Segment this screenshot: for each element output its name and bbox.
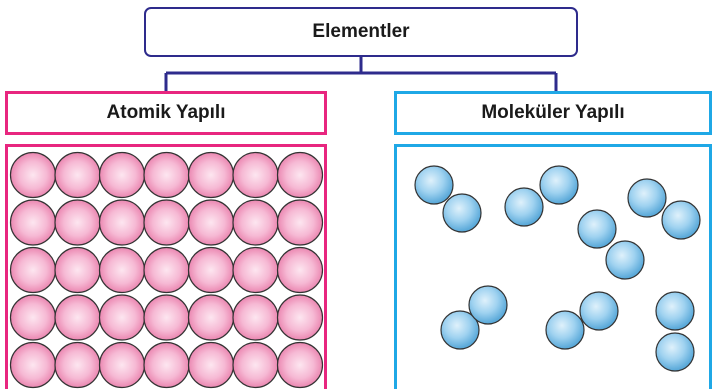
tree-connector [164,57,558,91]
atom [9,199,57,246]
atom [187,246,235,294]
molecule-atom [661,200,701,240]
atom [276,246,324,294]
atom [9,294,57,341]
molecule [504,165,579,227]
atom-grid [9,151,324,389]
category-atomic-label: Atomik Yapılı [106,102,226,123]
molecule-atom [440,310,480,350]
molecule-atom [655,291,695,331]
molecule [414,165,482,233]
molecule [440,285,508,350]
atom [54,294,101,341]
atom [98,294,146,341]
molecule-atom [579,291,619,331]
category-atomic-structure: Atomik Yapılı [5,91,327,135]
molecule-atom [605,240,645,280]
molecule-atom [539,165,579,205]
atom [143,341,190,389]
atom [232,294,279,341]
atom [187,199,235,246]
atom [232,151,279,199]
atom [187,294,235,341]
atom [9,341,57,389]
atom [232,246,279,294]
root-node-elementler: Elementler [144,7,578,57]
atom [187,341,235,389]
molecule-atom [545,310,585,350]
atom [143,151,190,199]
molecule-atom [655,332,695,372]
root-node-label: Elementler [312,21,410,42]
atom [276,151,324,199]
atom [98,341,146,389]
atom [98,246,146,294]
molecule-atom [414,165,454,205]
molecule [627,178,701,240]
atom [187,151,235,199]
atom [54,199,101,246]
molecule [577,209,645,280]
molecule-atom [504,187,544,227]
atom [143,246,190,294]
atom [143,199,190,246]
atom [143,294,190,341]
atom [98,199,146,246]
atom [232,199,279,246]
atom [276,199,324,246]
molecule-atom [468,285,508,325]
molecule [545,291,619,350]
atom [98,151,146,199]
molecule-group [414,165,701,372]
category-molecular-structure: Moleküler Yapılı [394,91,712,135]
atom [276,341,324,389]
molecule [655,291,695,372]
atom [54,341,101,389]
molecule-atom [577,209,617,249]
atom [9,246,57,294]
atom [276,294,324,341]
atom [54,246,101,294]
molecule-atom [442,193,482,233]
molecule-atom [627,178,667,218]
atom [232,341,279,389]
category-molecular-label: Moleküler Yapılı [481,102,625,123]
atom [9,151,57,199]
atom [54,151,101,199]
